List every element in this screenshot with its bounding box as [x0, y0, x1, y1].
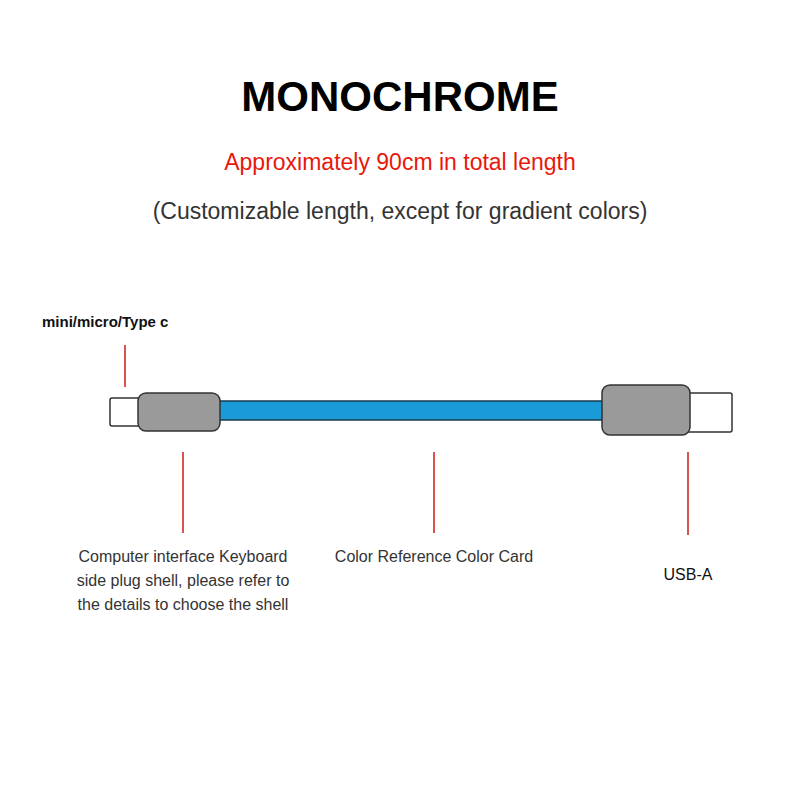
- callout-text: USB-A: [613, 563, 763, 587]
- plug-shell: [138, 393, 220, 431]
- callout-text: Color Reference Color Card: [329, 545, 539, 569]
- cable-body: [214, 401, 608, 420]
- callout-text: Computer interface Keyboard side plug sh…: [72, 545, 294, 617]
- plug-shell: [602, 385, 690, 435]
- connector-type: mini/micro/Type c: [42, 310, 302, 334]
- leader-line: [433, 452, 435, 533]
- leader-line: [182, 452, 184, 533]
- title: MONOCHROME: [0, 72, 800, 122]
- custom-note: (Customizable length, except for gradien…: [10, 199, 790, 223]
- length-note: Approximately 90cm in total length: [10, 150, 790, 174]
- leader-line: [687, 452, 689, 535]
- leader-lines: [125, 345, 688, 535]
- leader-line: [124, 345, 126, 387]
